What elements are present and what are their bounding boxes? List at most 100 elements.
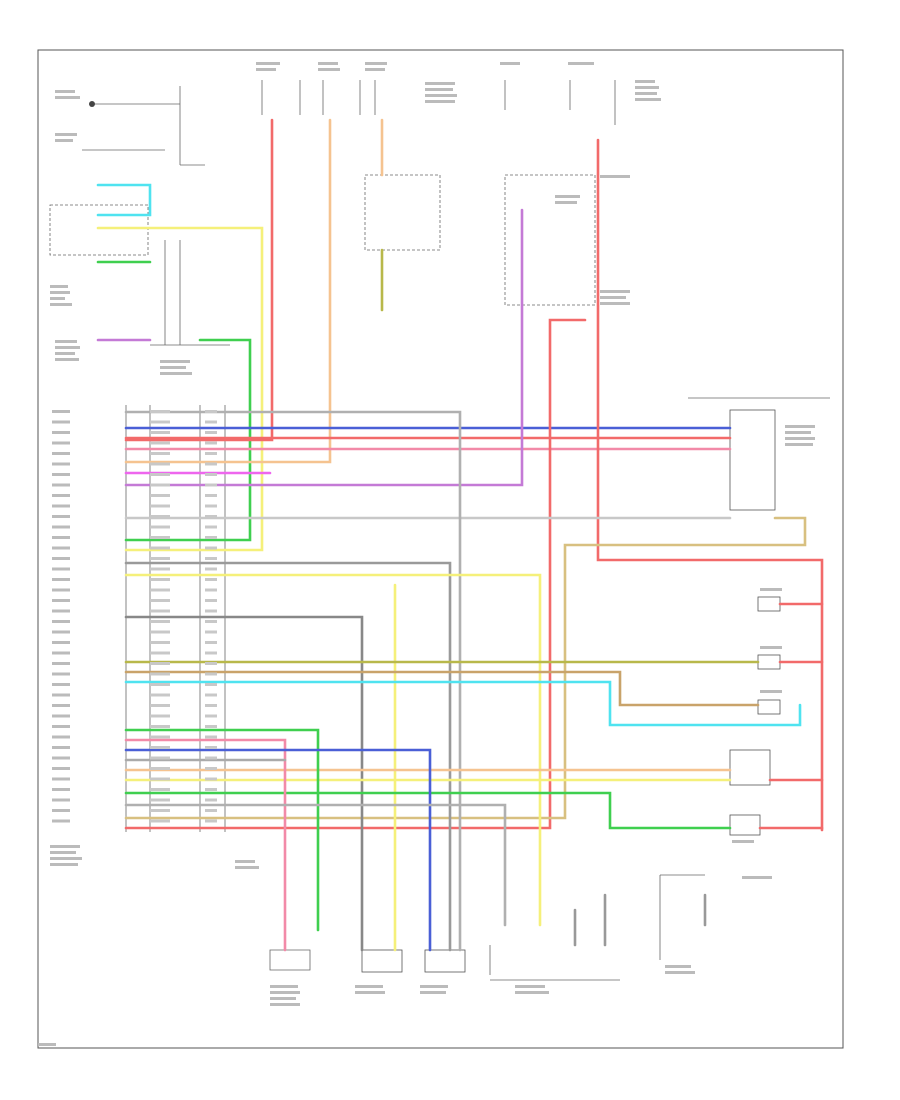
pin-wire-code [150, 609, 170, 613]
pin-number [205, 525, 217, 529]
wire-yellow-right [124, 573, 542, 927]
pin-label [52, 452, 70, 455]
pin-number [205, 756, 217, 760]
pin-rows [52, 410, 217, 823]
pin-wire-code [150, 462, 170, 466]
pin-wire-code [150, 777, 170, 781]
pin-wire-code [150, 494, 170, 497]
pin-label [52, 788, 70, 791]
pin-label [52, 777, 70, 781]
pin-label [52, 567, 70, 571]
shift-solenoid-b [729, 814, 761, 836]
pin-label [52, 819, 70, 823]
pin-number [205, 504, 217, 508]
pin-number [205, 788, 217, 791]
pin-wire-code [150, 735, 170, 739]
pin-wire-code [150, 620, 170, 623]
pin-label [52, 494, 70, 497]
pin-number [205, 578, 217, 581]
pin-label [52, 620, 70, 623]
wire-tan-ps [124, 516, 807, 820]
pin-number [205, 767, 217, 770]
wire-pink-lower [124, 738, 287, 952]
pin-wire-code [150, 431, 170, 434]
pin-label [52, 578, 70, 581]
pin-label [52, 651, 70, 655]
pin-wire-code [150, 651, 170, 655]
pin-number [205, 420, 217, 424]
pin-label [52, 704, 70, 707]
brake-switch-box [504, 174, 596, 306]
pin-wire-code [150, 683, 170, 686]
pin-label [52, 462, 70, 466]
pin-label [52, 525, 70, 529]
pin-wire-code [150, 693, 170, 697]
pin-wire-code [150, 441, 170, 445]
pin-wire-code [150, 599, 170, 602]
top-left-switches [49, 86, 205, 256]
pin-wire-code [150, 767, 170, 770]
wire-red-fuse-1 [124, 118, 274, 442]
wire-gray-3 [124, 615, 364, 952]
pin-wire-code [150, 536, 170, 539]
pin-label [52, 662, 70, 665]
pin-label [52, 767, 70, 770]
pin-wire-code [150, 588, 170, 592]
pin-number [205, 725, 217, 728]
pin-wire-code [150, 410, 170, 413]
pin-number [205, 536, 217, 539]
pin-label [52, 515, 70, 518]
pin-number [205, 473, 217, 476]
pin-label [52, 557, 70, 560]
pin-number [205, 693, 217, 697]
pin-wire-code [150, 798, 170, 802]
pin-wire-code [150, 630, 170, 634]
pin-wire-code [150, 672, 170, 676]
pin-label [52, 746, 70, 749]
pin-wire-code [150, 452, 170, 455]
pin-number [205, 452, 217, 455]
pin-number [205, 714, 217, 718]
pin-label [52, 431, 70, 434]
wire-green-lower [124, 791, 732, 830]
pin-number [205, 567, 217, 571]
pin-wire-code [150, 578, 170, 581]
wire-purple-brake [124, 208, 524, 487]
pin-number [205, 410, 217, 413]
pin-label [52, 410, 70, 413]
pin-label [52, 441, 70, 445]
pin-number [205, 641, 217, 644]
indicator-box [364, 174, 441, 251]
pin-label [52, 536, 70, 539]
pin-label [52, 725, 70, 728]
wires [96, 118, 824, 952]
pin-number [205, 494, 217, 497]
pin-wire-code [150, 641, 170, 644]
shift-solenoid-a [757, 596, 781, 612]
pin-wire-code [150, 819, 170, 823]
pin-label [52, 641, 70, 644]
tcc-solenoid [757, 654, 781, 670]
pin-label [52, 420, 70, 424]
pin-number [205, 599, 217, 602]
pin-number [205, 651, 217, 655]
pin-label [52, 693, 70, 697]
wire-gray-2 [124, 561, 452, 952]
pin-label [52, 483, 70, 487]
pin-label [52, 599, 70, 602]
pin-number [205, 798, 217, 802]
wire-red-bottom [124, 318, 587, 830]
label-marks [38, 62, 815, 1046]
pin-wire-code [150, 557, 170, 560]
pin-number [205, 431, 217, 434]
pin-number [205, 683, 217, 686]
pin-wire-code [150, 567, 170, 571]
pressure-control-solenoid [757, 699, 781, 715]
pin-wire-code [150, 662, 170, 665]
pin-label [52, 798, 70, 802]
pin-label [52, 735, 70, 739]
wire-gray-lower [124, 803, 507, 927]
diagram-border [37, 49, 844, 1049]
pin-number [205, 557, 217, 560]
